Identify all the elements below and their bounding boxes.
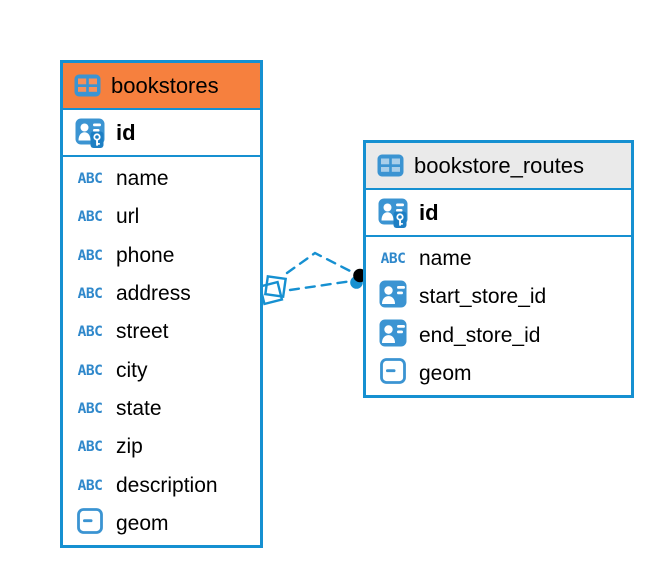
geometry-type-icon xyxy=(380,358,406,390)
text-type-icon: ABC xyxy=(77,400,103,417)
column-row-address[interactable]: ABC address xyxy=(63,275,260,313)
column-name: street xyxy=(116,320,169,344)
column-name: geom xyxy=(419,362,472,386)
primary-key-row[interactable]: id xyxy=(366,190,631,237)
text-type-icon: ABC xyxy=(77,286,103,303)
table-bookstore-routes[interactable]: bookstore_routes id ABC name start_store_i… xyxy=(363,140,634,398)
column-name: state xyxy=(116,396,162,420)
column-row-name[interactable]: ABC name xyxy=(366,240,631,278)
geometry-type-icon xyxy=(77,507,103,540)
column-row-street[interactable]: ABC street xyxy=(63,313,260,351)
column-name: address xyxy=(116,282,191,306)
text-type-icon: ABC xyxy=(77,247,103,264)
primary-key-icon xyxy=(72,118,108,148)
relationship-line-1[interactable] xyxy=(285,251,354,275)
table-title: bookstore_routes xyxy=(414,152,584,178)
text-type-icon: ABC xyxy=(77,324,103,341)
column-name: start_store_id xyxy=(419,285,547,309)
text-type-icon: ABC xyxy=(77,477,103,494)
text-type-icon: ABC xyxy=(77,362,103,379)
relationship-line-2[interactable] xyxy=(288,279,354,292)
column-name: name xyxy=(116,167,169,191)
one-side-diamond-marker xyxy=(258,274,288,306)
text-type-icon: ABC xyxy=(380,251,406,268)
column-row-zip[interactable]: ABC zip xyxy=(63,428,260,466)
text-type-icon: ABC xyxy=(77,209,103,226)
text-type-icon: ABC xyxy=(77,439,103,456)
column-name: zip xyxy=(116,435,143,459)
primary-key-icon xyxy=(375,198,411,228)
column-name: description xyxy=(116,473,218,497)
column-row-phone[interactable]: ABC phone xyxy=(63,237,260,275)
column-row-end_store_id[interactable]: end_store_id xyxy=(366,317,631,355)
table-header-bookstore-routes[interactable]: bookstore_routes xyxy=(366,143,631,190)
relationship-lines[interactable] xyxy=(285,251,354,292)
column-name: id xyxy=(116,119,136,145)
column-name: phone xyxy=(116,243,175,267)
reference-type-icon xyxy=(379,319,407,353)
column-name: id xyxy=(419,199,439,225)
column-name: geom xyxy=(116,511,169,535)
table-icon xyxy=(72,74,102,97)
column-name: city xyxy=(116,358,148,382)
primary-key-row[interactable]: id xyxy=(63,110,260,157)
column-row-city[interactable]: ABC city xyxy=(63,351,260,389)
table-title: bookstores xyxy=(111,72,219,98)
column-name: end_store_id xyxy=(419,323,541,347)
column-row-name[interactable]: ABC name xyxy=(63,160,260,198)
column-row-start_store_id[interactable]: start_store_id xyxy=(366,278,631,316)
table-icon xyxy=(375,154,405,177)
column-row-url[interactable]: ABC url xyxy=(63,198,260,236)
column-name: name xyxy=(419,247,472,271)
table-header-bookstores[interactable]: bookstores xyxy=(63,63,260,110)
column-row-description[interactable]: ABC description xyxy=(63,466,260,504)
reference-type-icon xyxy=(379,280,407,314)
column-row-geom[interactable]: geom xyxy=(366,355,631,393)
column-row-state[interactable]: ABC state xyxy=(63,390,260,428)
column-name: url xyxy=(116,205,140,229)
text-type-icon: ABC xyxy=(77,171,103,188)
column-row-geom[interactable]: geom xyxy=(63,505,260,543)
